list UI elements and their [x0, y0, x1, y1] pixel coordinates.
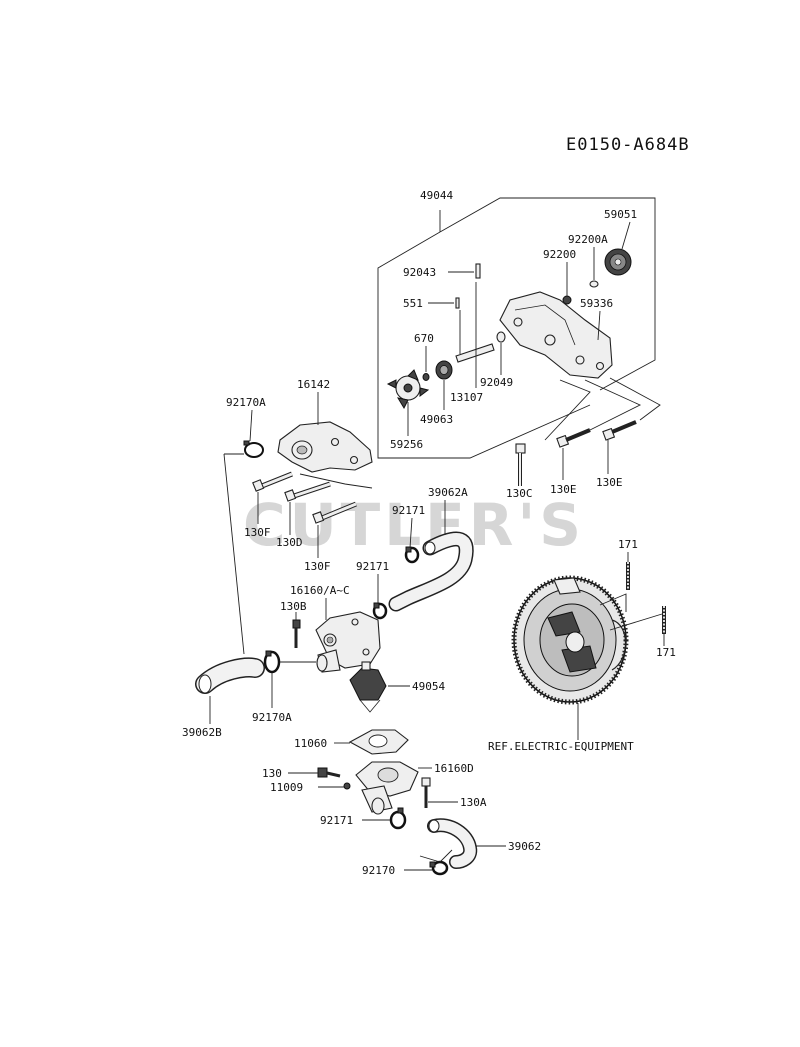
label-130: 130	[262, 767, 282, 780]
label-171-2: 171	[656, 646, 676, 659]
thermostat-49054[interactable]	[349, 661, 410, 713]
clamp-92170a-bottom[interactable]	[263, 650, 316, 708]
label-130c: 130C	[506, 487, 533, 500]
label-92170a-top: 92170A	[226, 396, 266, 409]
label-59051: 59051	[604, 208, 637, 221]
thermostat-housing-16160[interactable]	[315, 598, 381, 673]
impeller-59256[interactable]	[386, 369, 430, 436]
pin-92043[interactable]	[448, 263, 481, 279]
clamp-92171-3[interactable]	[362, 807, 407, 830]
label-13107: 13107	[450, 391, 483, 404]
label-11009: 11009	[270, 781, 303, 794]
washer-92049[interactable]	[496, 331, 506, 375]
label-130e-1: 130E	[550, 483, 577, 496]
shaft-13107[interactable]	[455, 282, 495, 388]
thermostat-case-16160d[interactable]	[355, 761, 432, 815]
clamp-92171-1[interactable]	[404, 517, 420, 564]
label-92171-3: 92171	[320, 814, 353, 827]
bolt-130f-1[interactable]	[252, 471, 293, 524]
label-130b: 130B	[280, 600, 307, 613]
seal-670[interactable]	[422, 346, 430, 381]
washer-92200a[interactable]	[589, 247, 599, 288]
label-49044: 49044	[420, 189, 453, 202]
label-92170a-bottom: 92170A	[252, 711, 292, 724]
diagram-code: E0150-A684B	[566, 135, 690, 155]
bolt-130e-1[interactable]	[556, 428, 591, 480]
flywheel[interactable]	[511, 575, 629, 740]
clamp-92170a-top[interactable]	[243, 409, 264, 458]
pump-cover-16142[interactable]	[277, 392, 373, 473]
label-130d: 130D	[276, 536, 303, 549]
label-92043: 92043	[403, 266, 436, 279]
label-49054: 49054	[412, 680, 445, 693]
seal-49063[interactable]	[435, 360, 453, 410]
pump-housing-59336[interactable]	[499, 291, 613, 379]
bolt-130b[interactable]	[292, 612, 301, 648]
assembly-frame	[377, 197, 656, 459]
pin-551[interactable]	[428, 297, 460, 309]
hose-39062b[interactable]	[195, 453, 265, 724]
label-39062a: 39062A	[428, 486, 468, 499]
label-92171-2: 92171	[356, 560, 389, 573]
label-551: 551	[403, 297, 423, 310]
gear-59051[interactable]	[604, 221, 632, 276]
bolt-130c[interactable]	[515, 443, 526, 486]
washer-92200[interactable]	[562, 262, 572, 305]
label-130a: 130A	[460, 796, 487, 809]
bolt-130d[interactable]	[284, 481, 331, 535]
label-16142: 16142	[297, 378, 330, 391]
label-92049: 92049	[480, 376, 513, 389]
clamp-92170[interactable]	[404, 849, 453, 876]
label-130f-2: 130F	[304, 560, 331, 573]
label-49063: 49063	[420, 413, 453, 426]
label-130e-2: 130E	[596, 476, 623, 489]
hose-39062a[interactable]	[388, 500, 474, 612]
label-16160: 16160/A~C	[290, 584, 350, 597]
label-92200: 92200	[543, 248, 576, 261]
reference-note: REF.ELECTRIC-EQUIPMENT	[488, 740, 634, 753]
label-11060: 11060	[294, 737, 327, 750]
bolt-130a[interactable]	[421, 777, 458, 808]
clamp-92171-2[interactable]	[372, 574, 388, 620]
label-130f-1: 130F	[244, 526, 271, 539]
label-670: 670	[414, 332, 434, 345]
label-16160d: 16160D	[434, 762, 474, 775]
bolt-130e-2[interactable]	[602, 420, 637, 474]
bolt-130f-2[interactable]	[312, 501, 357, 558]
gasket-11060[interactable]	[334, 729, 409, 755]
label-59256: 59256	[390, 438, 423, 451]
label-171-1: 171	[618, 538, 638, 551]
oring-11009[interactable]	[318, 782, 351, 790]
hose-39062[interactable]	[427, 818, 506, 869]
label-92171-1: 92171	[392, 504, 425, 517]
label-39062b: 39062B	[182, 726, 222, 739]
label-92170: 92170	[362, 864, 395, 877]
label-92200a: 92200A	[568, 233, 608, 246]
part-labels: 49044 59051 92200A 92200 92043 551 59336…	[182, 189, 676, 877]
label-59336: 59336	[580, 297, 613, 310]
label-39062: 39062	[508, 840, 541, 853]
bolt-130[interactable]	[288, 767, 341, 778]
